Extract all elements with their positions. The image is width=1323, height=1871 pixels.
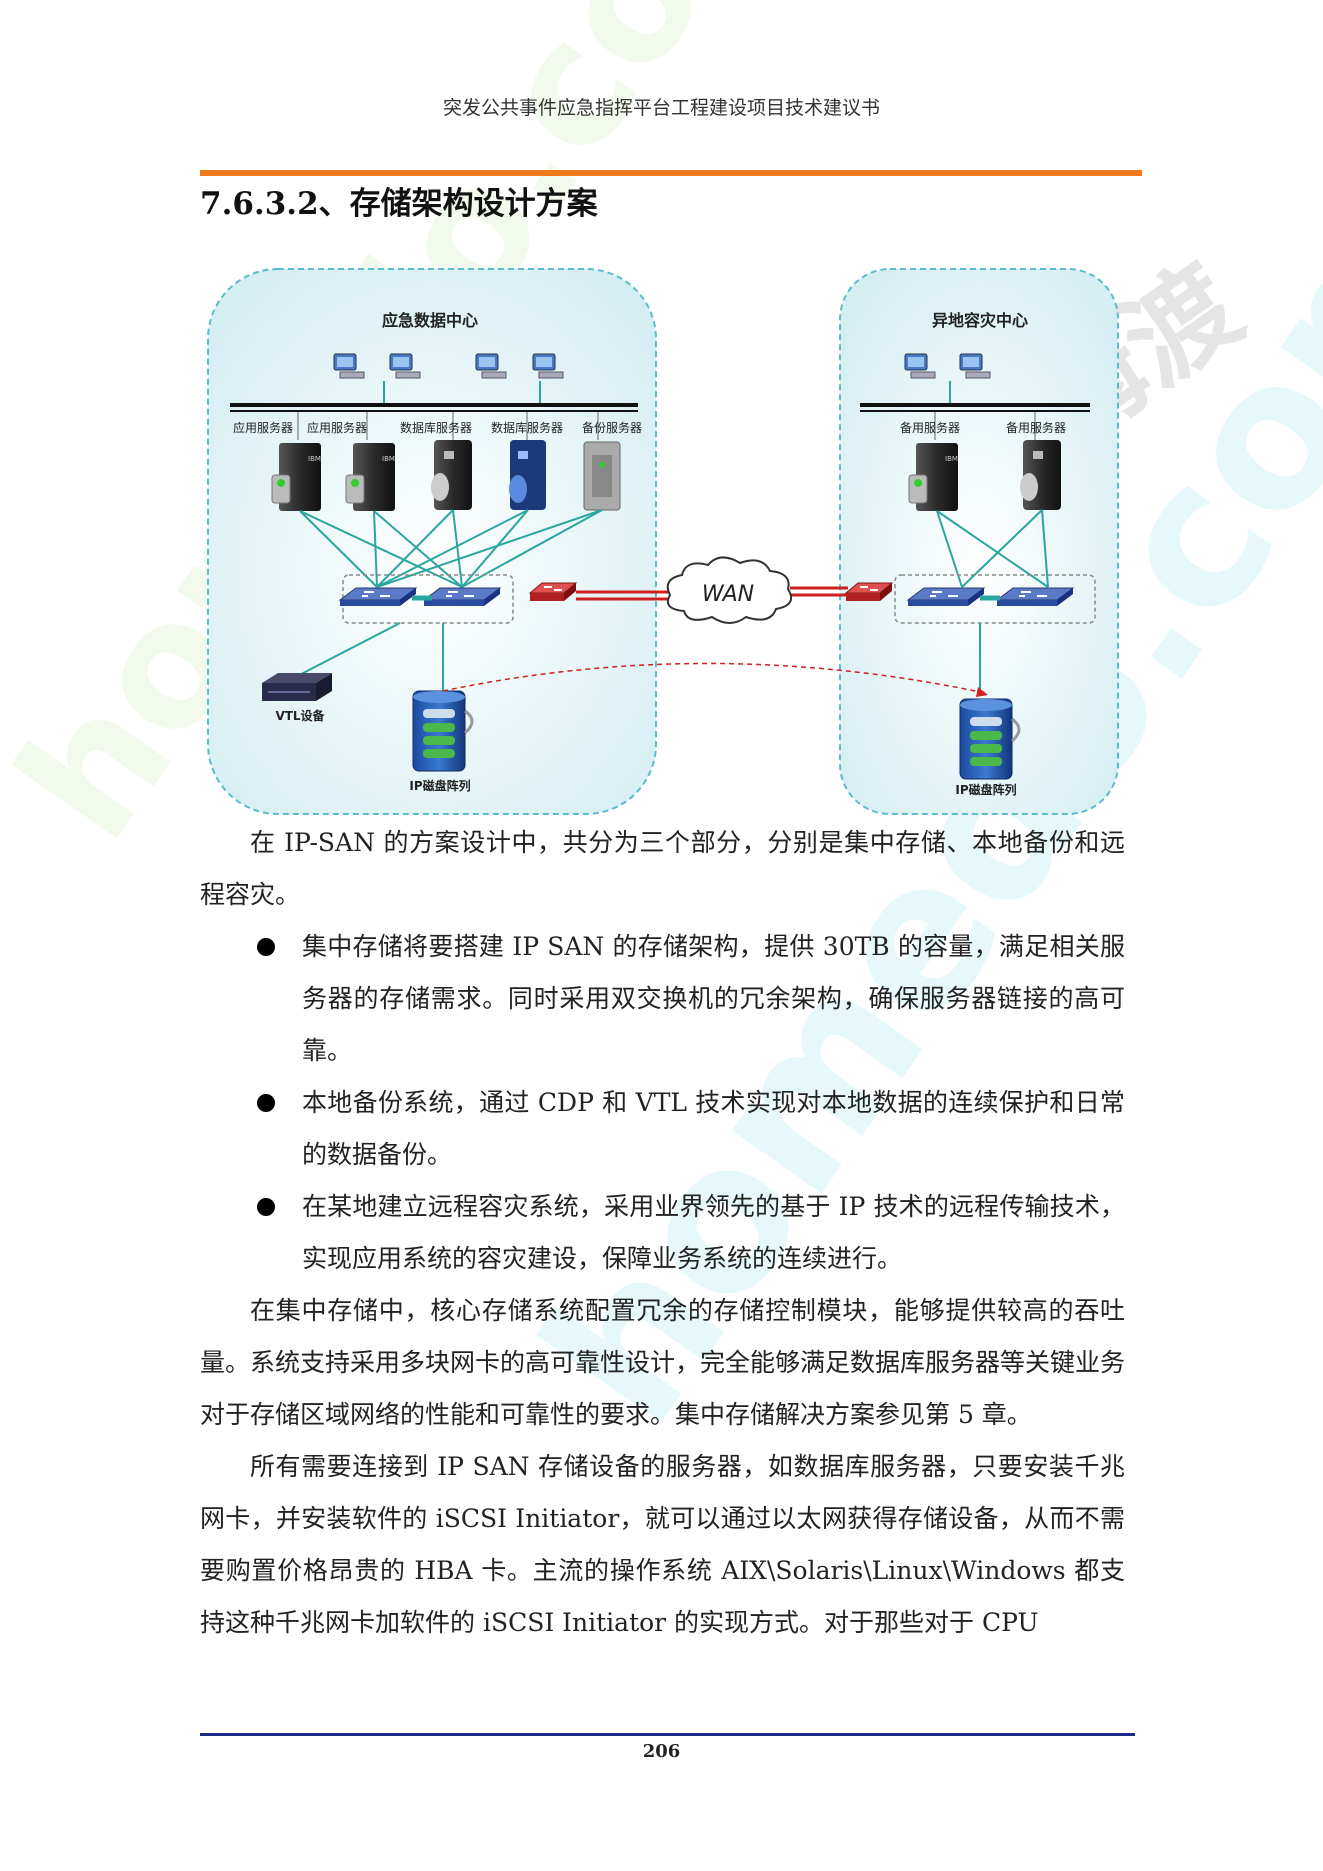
bullet-item: 本地备份系统，通过 CDP 和 VTL 技术实现对本地数据的连续保护和日常的数据… xyxy=(200,1077,1125,1181)
disk-array-icon xyxy=(411,689,474,773)
storage-architecture-diagram: 应急数据中心 异地容灾中心 应用服务器 应用服务器 数据库服务器 数据库服务器 … xyxy=(200,265,1130,820)
section-heading: 7.6.3.2、存储架构设计方案 xyxy=(200,186,598,222)
lan-bus xyxy=(230,403,638,407)
server-label: 备用服务器 xyxy=(1006,420,1066,435)
left-site-title: 应急数据中心 xyxy=(382,311,478,330)
switch-group-box xyxy=(342,574,514,624)
header-divider xyxy=(200,170,1142,176)
body-text: 在 IP-SAN 的方案设计中，共分为三个部分，分别是集中存储、本地备份和远程容… xyxy=(200,817,1125,1649)
bullet-dot-icon xyxy=(257,1198,275,1216)
server-label: 数据库服务器 xyxy=(491,420,563,435)
server-label: 备份服务器 xyxy=(582,420,642,435)
switch-group-box xyxy=(894,574,1096,624)
server-label: 备用服务器 xyxy=(900,420,960,435)
bullet-item: 在某地建立远程容灾系统，采用业界领先的基于 IP 技术的远程传输技术，实现应用系… xyxy=(200,1181,1125,1285)
svg-text:IBM: IBM xyxy=(945,455,958,463)
svg-text:IBM: IBM xyxy=(308,455,321,463)
lan-bus xyxy=(860,403,1090,407)
vtl-device-icon xyxy=(262,673,332,701)
bullet-dot-icon xyxy=(257,1094,275,1112)
storage-label: IP磁盘阵列 xyxy=(955,782,1016,797)
disk-array-icon xyxy=(958,697,1021,781)
svg-text:IBM: IBM xyxy=(382,455,395,463)
paragraph-centralized-storage: 在集中存储中，核心存储系统配置冗余的存储控制模块，能够提供较高的吞吐量。系统支持… xyxy=(200,1296,1126,1429)
document-header-title: 突发公共事件应急指挥平台工程建设项目技术建议书 xyxy=(442,97,880,119)
server-icon xyxy=(583,441,621,511)
server-icon xyxy=(1020,440,1061,510)
paragraph-intro: 在 IP-SAN 的方案设计中，共分为三个部分，分别是集中存储、本地备份和远程容… xyxy=(200,828,1125,909)
right-site-title: 异地容灾中心 xyxy=(932,311,1028,330)
storage-label: IP磁盘阵列 xyxy=(409,778,470,793)
vtl-label: VTL设备 xyxy=(275,708,325,723)
page-number: 206 xyxy=(642,1741,681,1762)
server-icon: IBM xyxy=(271,443,321,511)
wan-cloud-icon xyxy=(666,556,792,624)
server-icon xyxy=(509,440,546,510)
bullet-item: 集中存储将要搭建 IP SAN 的存储架构，提供 30TB 的容量，满足相关服务… xyxy=(200,921,1125,1077)
wan-label: WAN xyxy=(702,582,754,607)
server-icon: IBM xyxy=(908,443,958,511)
server-icon xyxy=(431,440,472,510)
bullet-list: 集中存储将要搭建 IP SAN 的存储架构，提供 30TB 的容量，满足相关服务… xyxy=(200,921,1125,1285)
replication-link xyxy=(442,662,986,694)
server-label: 应用服务器 xyxy=(307,420,367,435)
server-icon: IBM xyxy=(345,443,395,511)
bullet-dot-icon xyxy=(257,938,275,956)
server-label: 数据库服务器 xyxy=(400,420,472,435)
server-label: 应用服务器 xyxy=(233,420,293,435)
footer-divider xyxy=(200,1733,1135,1736)
paragraph-iscsi: 所有需要连接到 IP SAN 存储设备的服务器，如数据库服务器，只要安装千兆网卡… xyxy=(200,1452,1125,1637)
